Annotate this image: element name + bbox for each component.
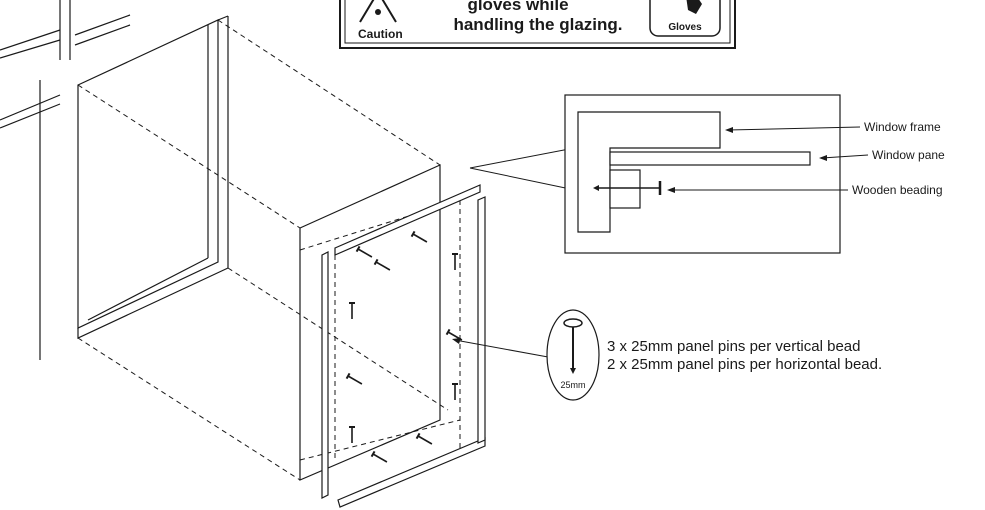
left-bead	[321, 251, 329, 499]
pins-horizontal-text: 2 x 25mm panel pins per horizontal bead.	[607, 356, 882, 373]
pin-detail: 25mm	[452, 309, 600, 401]
glazing-pane	[299, 164, 441, 481]
caution-label: Caution	[358, 27, 403, 41]
projection-lines	[77, 19, 461, 481]
caution-sign: Caution gloves while handling the glazin…	[339, 0, 736, 49]
pins-vertical-text: 3 x 25mm panel pins per vertical bead	[607, 338, 860, 355]
right-bead	[477, 196, 486, 444]
label-window-pane: Window pane	[872, 148, 945, 162]
gloves-label: Gloves	[668, 22, 702, 33]
top-bead	[334, 184, 481, 256]
gloves-icon	[649, 0, 721, 37]
label-wooden-beading: Wooden beading	[852, 183, 943, 197]
caution-text-line1: gloves while	[467, 0, 568, 14]
bottom-bead	[337, 437, 486, 508]
detail-box	[564, 94, 869, 254]
panel-pins	[345, 230, 465, 466]
warning-triangle-icon	[359, 0, 397, 23]
caution-text-line2: handling the glazing.	[453, 15, 622, 34]
label-window-frame: Window frame	[864, 120, 941, 134]
panel-pin-icon	[563, 318, 583, 374]
window-opening	[0, 0, 229, 360]
pin-size-label: 25mm	[560, 380, 585, 390]
